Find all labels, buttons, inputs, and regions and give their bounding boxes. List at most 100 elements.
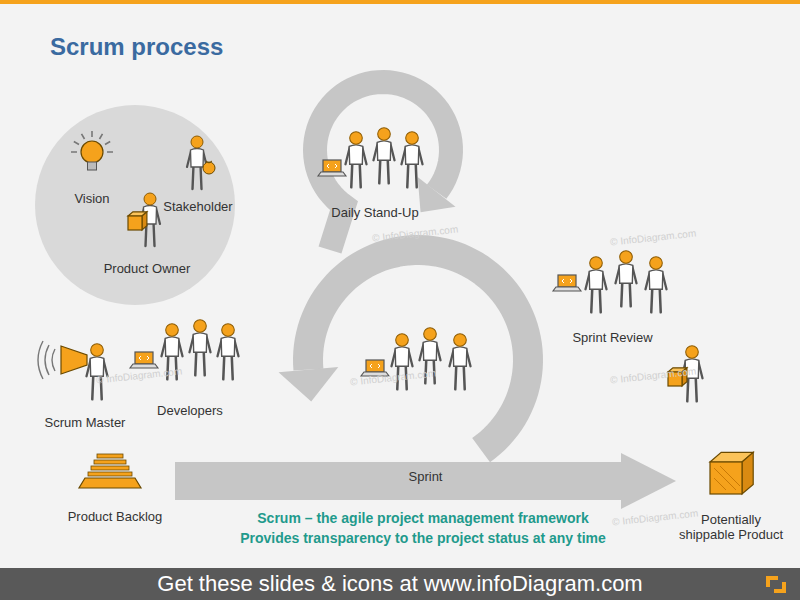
- laptop-base: [318, 172, 346, 176]
- laptop-icon: [130, 352, 158, 368]
- figure-head: [590, 257, 603, 270]
- figure-legs: [223, 354, 232, 379]
- node-text: Developers: [130, 403, 250, 418]
- figure-legs: [455, 364, 464, 389]
- laptop-code-mark: [562, 279, 572, 283]
- figure-legs: [195, 350, 204, 375]
- figure-head: [650, 257, 663, 270]
- node-label: Scrum Master: [35, 415, 135, 430]
- scrum-master-item: Scrum Master: [35, 338, 135, 430]
- box-side: [742, 452, 753, 494]
- backlog-tray: [79, 478, 141, 488]
- node-label: Product Backlog: [55, 509, 175, 524]
- standup-icon: [320, 120, 430, 204]
- backlog-item: [91, 466, 129, 470]
- figure-head: [406, 132, 419, 145]
- figure-head: [424, 328, 437, 341]
- sound-waves: [38, 341, 55, 379]
- sprint-review-item: Sprint Review: [550, 245, 675, 345]
- figure-legs: [193, 165, 202, 189]
- figure-body: [191, 149, 204, 168]
- arrow-body: [175, 462, 621, 500]
- money-bag-tie: [206, 161, 212, 163]
- bulb-icon: [62, 128, 122, 180]
- caption-line: Provides transparency to the project sta…: [173, 530, 673, 546]
- laptop-screen: [558, 275, 576, 287]
- node-text: Scrum Master: [35, 415, 135, 430]
- node-label: Daily Stand-Up: [320, 205, 430, 220]
- figure-body: [395, 347, 409, 366]
- figure-head: [191, 136, 203, 148]
- stick-figure: [140, 193, 160, 246]
- figure-head: [686, 346, 699, 359]
- figure-body: [165, 337, 179, 356]
- figure-body: [589, 270, 603, 289]
- stick-figure: [187, 136, 207, 189]
- daily-loop-arrow: [315, 82, 451, 250]
- footer-bar: [0, 568, 800, 600]
- laptop-screen: [366, 360, 384, 372]
- slide-title: Scrum process: [50, 33, 223, 61]
- node-label: Product Owner: [92, 261, 202, 276]
- sprint-arrow: [175, 453, 676, 509]
- laptop-code-mark: [370, 364, 380, 368]
- figure-body: [405, 145, 419, 164]
- stick-figure: [450, 334, 471, 390]
- arrow-head: [621, 453, 676, 509]
- sprint-loop-head: [279, 367, 339, 401]
- figure-body: [619, 264, 633, 283]
- stick-figure: [586, 257, 607, 313]
- backlog-icon: [55, 448, 175, 492]
- figure-head: [454, 334, 467, 347]
- figure-body: [349, 145, 363, 164]
- figure-head: [620, 251, 633, 264]
- product-item: Potentially shippable Product: [676, 450, 786, 542]
- node-text: Stakeholder: [155, 199, 241, 214]
- watermark: © InfoDiagram.com: [612, 508, 699, 528]
- figure-body: [649, 270, 663, 289]
- figure-legs: [687, 376, 696, 401]
- bulb-base: [88, 162, 97, 170]
- vision-item: Vision: [62, 128, 122, 206]
- box-hatch: [714, 466, 740, 490]
- figure-head: [194, 320, 207, 333]
- node-label: Sprint Review: [550, 330, 675, 345]
- watermark: © InfoDiagram.com: [350, 368, 437, 388]
- figure-body: [423, 341, 437, 360]
- stick-figure: [616, 251, 637, 307]
- stick-figure: [190, 320, 211, 376]
- figure-body: [221, 337, 235, 356]
- stakeholder-icon: [155, 132, 241, 192]
- figure-head: [166, 324, 179, 337]
- backlog-item: [97, 454, 123, 458]
- figure-head: [91, 344, 104, 357]
- laptop-icon: [553, 275, 581, 291]
- stick-figure: [374, 128, 395, 184]
- role-circle: VisionStakeholderProduct Owner: [35, 105, 235, 305]
- box-side: [142, 212, 147, 230]
- laptop-code-mark: [327, 164, 337, 168]
- laptop-screen: [323, 160, 341, 172]
- figure-head: [222, 324, 235, 337]
- stick-figure: [346, 132, 367, 188]
- figure-legs: [379, 158, 388, 183]
- figure-legs: [351, 162, 360, 187]
- megaphone: [61, 346, 87, 374]
- figure-legs: [621, 281, 630, 306]
- stick-figure: [646, 257, 667, 313]
- caption: Scrum – the agile project management fra…: [173, 510, 673, 526]
- money-bag: [203, 162, 215, 174]
- footer-text: Get these slides & icons at www.infoDiag…: [0, 571, 800, 597]
- developers-icon: [130, 318, 250, 402]
- edge-label: Sprint: [366, 469, 486, 484]
- node-text: Product Backlog: [55, 509, 175, 524]
- footer-logo: [774, 582, 786, 593]
- figure-legs: [651, 287, 660, 312]
- figure-head: [396, 334, 409, 347]
- backlog-item: [88, 472, 132, 476]
- footer-logo: [766, 576, 778, 587]
- figure-body: [377, 141, 391, 160]
- figure-head: [144, 193, 156, 205]
- top-bar: [0, 0, 800, 4]
